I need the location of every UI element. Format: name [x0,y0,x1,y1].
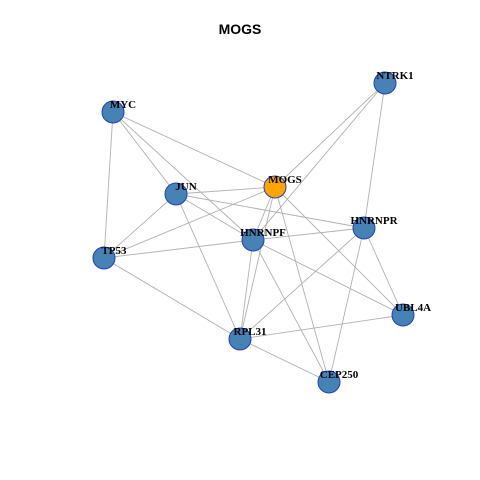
node-label-ubl4a: UBL4A [395,302,431,314]
edge-ntrk1-hnrnpr [363,82,386,229]
edge-rpl31-ubl4a [239,314,404,340]
edge-hnrnpr-ubl4a [363,227,404,316]
node-label-jun: JUN [175,181,196,193]
edge-hnrnpf-cep250 [252,239,330,383]
edge-myc-tp53 [103,111,114,259]
node-myc [101,100,125,124]
edge-tp53-rpl31 [103,257,241,340]
edge-mogs-ntrk1 [274,82,386,188]
node-jun [164,182,188,206]
node-ntrk1 [373,71,397,95]
node-mogs [263,175,287,199]
edge-jun-tp53 [103,193,177,259]
edge-rpl31-cep250 [239,338,330,383]
edge-myc-mogs [112,111,276,188]
node-hnrnpf [241,228,265,252]
node-label-tp53: TP53 [101,245,127,257]
edge-hnrnpf-rpl31 [239,239,254,340]
diagram-title: MOGS [218,21,262,37]
edge-layer [103,82,404,383]
node-label-hnrnpf: HNRNPF [240,227,286,239]
edge-mogs-ubl4a [274,186,404,316]
node-label-cep250: CEP250 [320,369,359,381]
node-cep250 [317,370,341,394]
node-ubl4a [391,303,415,327]
edge-jun-hnrnpr [175,193,365,229]
edge-mogs-cep250 [274,186,330,383]
node-tp53 [92,246,116,270]
node-label-hnrnpr: HNRNPR [350,215,398,227]
edge-jun-mogs [175,186,276,195]
edge-hnrnpf-ubl4a [252,239,404,316]
edge-ntrk1-hnrnpf [252,82,386,241]
node-hnrnpr [352,216,376,240]
edge-myc-hnrnpf [112,111,254,241]
edge-hnrnpr-rpl31 [239,227,365,340]
edge-jun-rpl31 [175,193,241,340]
node-label-rpl31: RPL31 [234,326,267,338]
edge-mogs-rpl31 [239,186,276,340]
node-label-ntrk1: NTRK1 [376,70,413,82]
edge-myc-jun [112,111,177,195]
edge-hnrnpr-cep250 [328,227,365,383]
edge-hnrnpf-hnrnpr [252,227,365,241]
node-label-myc: MYC [110,99,136,111]
edge-jun-hnrnpf [175,193,254,241]
node-label-mogs: MOGS [268,174,302,186]
edge-mogs-tp53 [103,186,276,259]
node-rpl31 [228,327,252,351]
edge-hnrnpf-tp53 [103,239,254,259]
